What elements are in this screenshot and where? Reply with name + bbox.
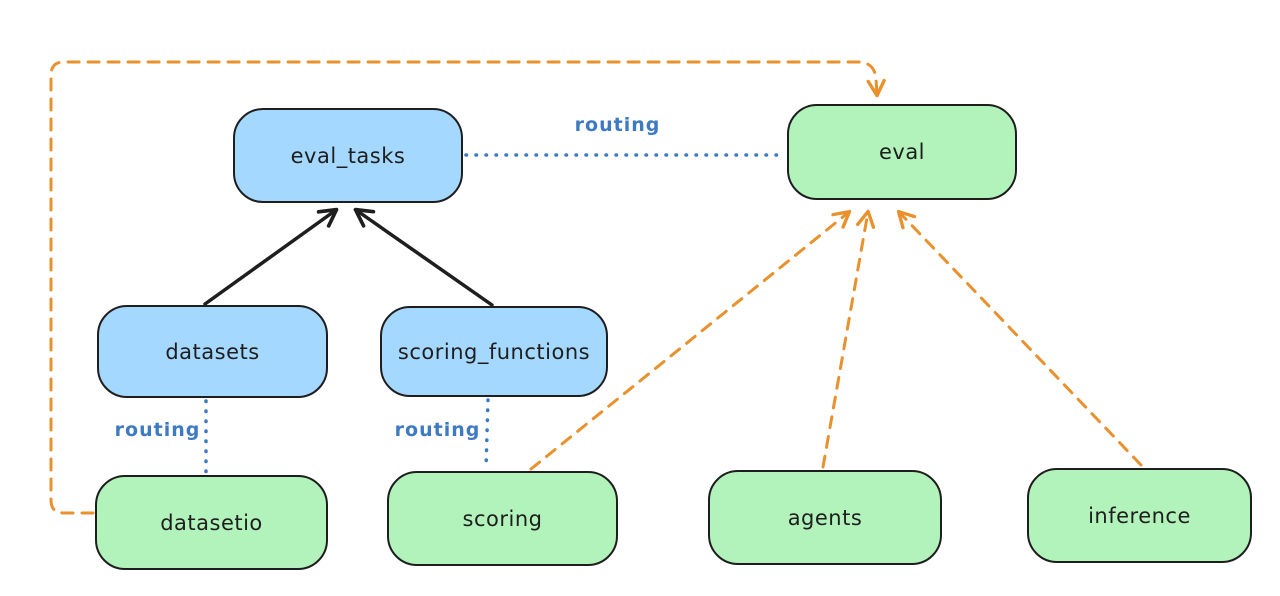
node-scoring: scoring xyxy=(387,471,618,566)
node-datasets: datasets xyxy=(97,305,328,398)
node-inference-label: inference xyxy=(1088,503,1191,528)
edge-datasets-to-eval-tasks xyxy=(203,207,339,306)
node-datasets-label: datasets xyxy=(165,339,260,364)
edge-inference-to-eval xyxy=(896,209,1143,467)
edge-scoring-functions-to-eval-tasks xyxy=(353,207,494,307)
edge-label-routing-middle: routing xyxy=(394,419,481,441)
edge-label-routing-top: routing xyxy=(574,114,661,136)
edge-scoring-to-eval xyxy=(529,209,852,471)
node-datasetio: datasetio xyxy=(95,475,328,570)
edge-agents-to-eval xyxy=(821,209,876,469)
node-datasetio-label: datasetio xyxy=(160,510,263,535)
node-eval-tasks: eval_tasks xyxy=(233,108,463,203)
node-scoring-label: scoring xyxy=(462,506,543,531)
node-inference: inference xyxy=(1027,468,1252,563)
edge-datasetio-to-eval xyxy=(49,60,886,515)
node-eval-tasks-label: eval_tasks xyxy=(290,143,406,168)
node-eval-label: eval xyxy=(878,140,926,164)
node-eval: eval xyxy=(787,104,1017,200)
node-scoring-functions-label: scoring_functions xyxy=(397,339,591,364)
node-scoring-functions: scoring_functions xyxy=(380,306,608,397)
edge-label-routing-left: routing xyxy=(114,419,201,441)
edge-scoring-functions-to-scoring xyxy=(484,398,490,471)
node-agents: agents xyxy=(708,470,942,565)
node-agents-label: agents xyxy=(787,505,863,530)
